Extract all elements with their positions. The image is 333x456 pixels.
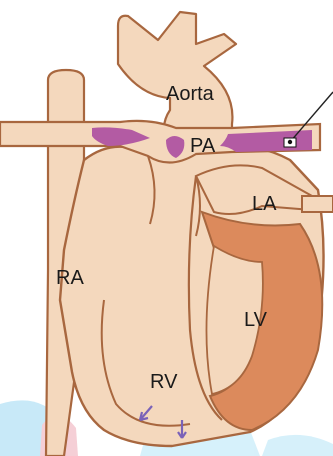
label-ra: RA — [56, 267, 84, 289]
label-pa: PA — [190, 135, 216, 157]
label-aorta: Aorta — [166, 83, 215, 105]
label-lv: LV — [244, 309, 268, 331]
pulmonary-vein — [302, 196, 333, 212]
label-rv: RV — [150, 371, 178, 393]
label-la: LA — [252, 193, 277, 215]
